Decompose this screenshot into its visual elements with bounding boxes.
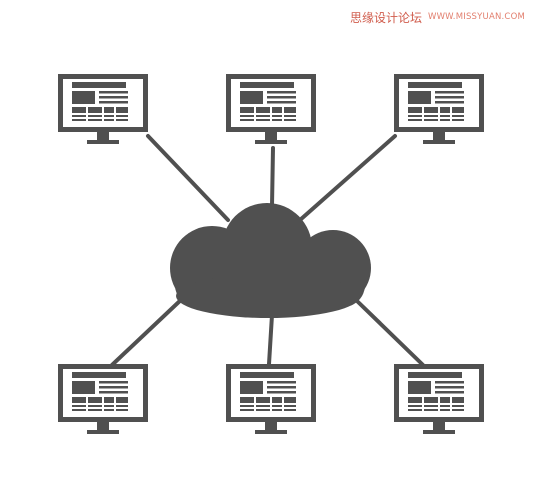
connector-top-left: [146, 134, 230, 222]
connections: [110, 134, 425, 367]
watermark: 思缘设计论坛 WWW.MISSYUAN.COM: [350, 8, 525, 26]
monitor-bottom-left: [58, 364, 148, 434]
monitor-top-right: [394, 74, 484, 144]
monitor-bottom-center: [226, 364, 316, 434]
connector-top-center: [270, 146, 275, 208]
cloud-icon: [170, 203, 371, 318]
monitor-top-center: [226, 74, 316, 144]
monitor-bottom-right: [394, 364, 484, 434]
connector-top-right: [298, 134, 397, 222]
connector-bottom-center: [267, 313, 274, 366]
watermark-site-url: WWW.MISSYUAN.COM: [427, 12, 525, 22]
monitor-top-left: [58, 74, 148, 144]
connector-bottom-right: [354, 298, 425, 367]
watermark-site-name: 思缘设计论坛: [349, 10, 422, 25]
connector-bottom-left: [110, 296, 185, 367]
